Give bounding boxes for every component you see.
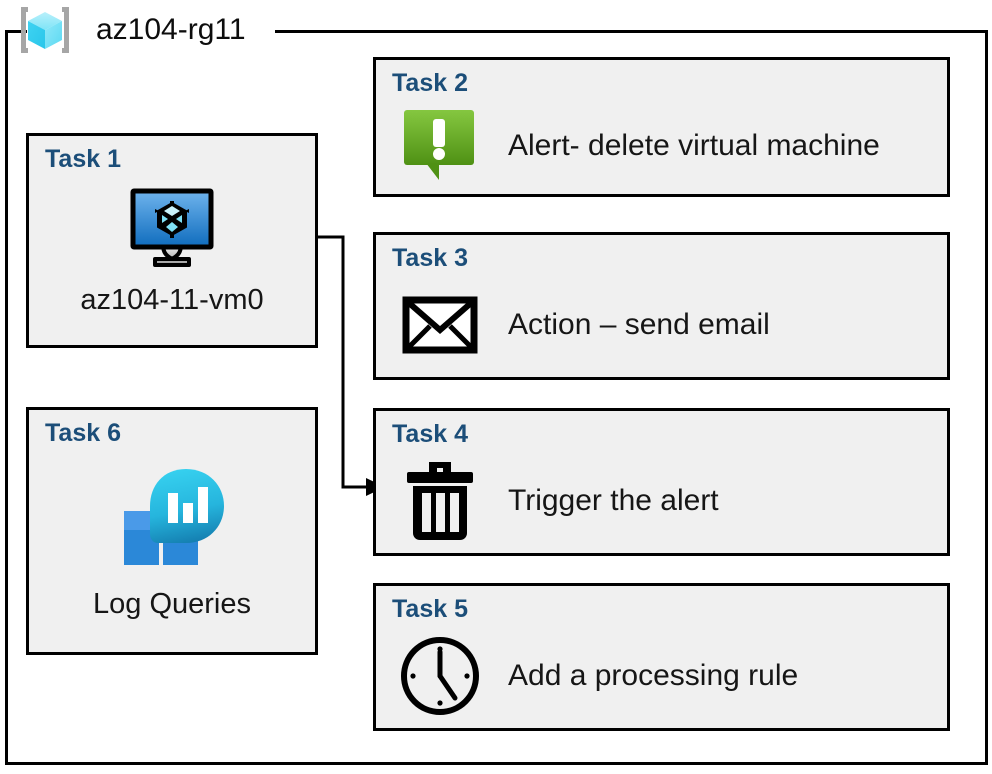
card-task3[interactable]: Task 3 Action – send email — [373, 232, 950, 380]
trash-can-icon — [394, 459, 486, 543]
clock-icon — [394, 634, 486, 718]
resource-group-header: az104-rg11 — [14, 2, 246, 58]
alert-exclamation-icon — [394, 108, 486, 184]
card-task4-title: Task 4 — [392, 420, 468, 448]
card-task3-label: Action – send email — [508, 308, 770, 341]
card-task1-title: Task 1 — [45, 145, 121, 173]
card-task5-label: Add a processing rule — [508, 659, 799, 692]
card-task1-label: az104-11-vm0 — [80, 284, 264, 316]
virtual-machine-icon — [29, 184, 315, 274]
card-task5[interactable]: Task 5 Add a processing rule — [373, 583, 950, 731]
card-task4-body: Trigger the alert — [394, 455, 937, 547]
azure-resource-group-icon — [14, 3, 76, 57]
resource-group-frame-top-left-segment — [5, 30, 27, 33]
card-task2-title: Task 2 — [392, 69, 468, 97]
card-task2[interactable]: Task 2 Alert- delete virtual machin — [373, 57, 950, 197]
card-task1[interactable]: Task 1 — [26, 133, 318, 348]
log-analytics-icon — [29, 462, 315, 572]
resource-group-name: az104-rg11 — [96, 13, 246, 46]
resource-group-frame — [5, 30, 988, 765]
card-task2-label: Alert- delete virtual machine — [508, 129, 880, 162]
card-task5-title: Task 5 — [392, 595, 468, 623]
card-task4[interactable]: Task 4 Trigger the alert — [373, 408, 950, 556]
card-task3-body: Action – send email — [394, 279, 937, 371]
envelope-icon — [394, 296, 486, 354]
card-task5-body: Add a processing rule — [394, 630, 937, 722]
card-task3-title: Task 3 — [392, 244, 468, 272]
card-task4-label: Trigger the alert — [508, 484, 719, 517]
card-task6-label: Log Queries — [93, 588, 251, 620]
card-task6-title: Task 6 — [45, 419, 121, 447]
resource-group-frame-top-right-segment — [275, 30, 988, 33]
card-task2-body: Alert- delete virtual machine — [394, 104, 937, 188]
card-task6[interactable]: Task 6 — [26, 407, 318, 655]
